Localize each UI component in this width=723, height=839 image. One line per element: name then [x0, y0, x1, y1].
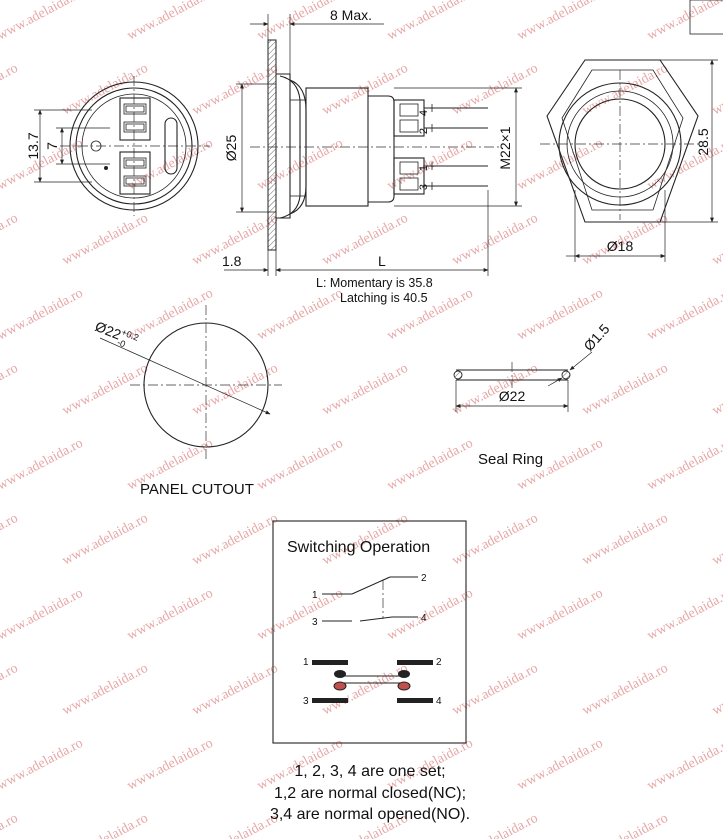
rear-view: [34, 76, 210, 216]
watermark-text: www.adelaida.ro: [515, 0, 606, 44]
front-dim-diameter: Ø18: [607, 238, 634, 254]
schematic-label-2: 2: [421, 573, 427, 584]
watermark-text: www.adelaida.ro: [450, 661, 541, 719]
watermark-text: www.adelaida.ro: [60, 211, 151, 269]
side-dim-length: L: [378, 253, 386, 269]
rear-dim-outer: 13.7: [25, 132, 41, 159]
watermark-text: www.adelaida.ro: [580, 661, 671, 719]
watermark-text: www.adelaida.ro: [385, 0, 476, 44]
watermark-text: www.adelaida.ro: [0, 436, 86, 494]
watermark-text: www.adelaida.ro: [580, 511, 671, 569]
watermark-text: www.adelaida.ro: [710, 511, 723, 569]
schematic-label-4: 4: [421, 613, 427, 624]
watermark-text: www.adelaida.ro: [645, 286, 723, 344]
note-line-1: 1, 2, 3, 4 are one set;: [294, 763, 446, 780]
length-note-latching: Latching is 40.5: [340, 291, 428, 305]
side-dim-width: 8 Max.: [330, 7, 372, 23]
watermark-text: www.adelaida.ro: [60, 361, 151, 419]
terminal-label-1: 1: [418, 165, 430, 171]
watermark-text: www.adelaida.ro: [60, 661, 151, 719]
schematic-label-1: 1: [312, 590, 318, 601]
watermark-text: www.adelaida.ro: [60, 511, 151, 569]
watermark-text: www.adelaida.ro: [645, 136, 723, 194]
watermark-text: www.adelaida.ro: [0, 736, 86, 794]
watermark-text: www.adelaida.ro: [385, 586, 476, 644]
contact-label-4: 4: [436, 696, 442, 707]
watermark-text: www.adelaida.ro: [0, 361, 21, 419]
side-dim-diameter: Ø25: [223, 135, 239, 162]
terminal-label-4: 4: [418, 110, 430, 116]
watermark-text: www.adelaida.ro: [580, 361, 671, 419]
switching-operation-box: [272, 520, 467, 744]
watermark-text: www.adelaida.ro: [710, 361, 723, 419]
watermark-text: www.adelaida.ro: [385, 436, 476, 494]
contact-label-2: 2: [436, 657, 442, 668]
watermark-text: www.adelaida.ro: [450, 511, 541, 569]
watermark-text: www.adelaida.ro: [0, 586, 86, 644]
watermark-text: www.adelaida.ro: [0, 211, 21, 269]
seal-dim-diameter: Ø22: [499, 388, 526, 404]
switching-title: Switching Operation: [287, 539, 430, 556]
watermark-text: www.adelaida.ro: [710, 811, 723, 839]
watermark-text: www.adelaida.ro: [255, 436, 346, 494]
watermark-text: www.adelaida.ro: [645, 586, 723, 644]
watermark-text: www.adelaida.ro: [0, 811, 21, 839]
watermark-text: www.adelaida.ro: [645, 0, 723, 44]
seal-ring: [453, 351, 593, 412]
contact-notes: 1, 2, 3, 4 are one set; 1,2 are normal c…: [180, 761, 560, 826]
watermark-text: www.adelaida.ro: [385, 136, 476, 194]
watermark-text: www.adelaida.ro: [60, 811, 151, 839]
watermark-text: www.adelaida.ro: [190, 361, 281, 419]
watermark-text: www.adelaida.ro: [580, 811, 671, 839]
watermark-text: www.adelaida.ro: [645, 436, 723, 494]
note-line-2: 1,2 are normal closed(NC);: [273, 784, 467, 802]
watermark-text: www.adelaida.ro: [320, 361, 411, 419]
side-dim-flange: 1.8: [222, 253, 242, 269]
watermark-text: www.adelaida.ro: [0, 61, 21, 119]
watermark-text: www.adelaida.ro: [515, 136, 606, 194]
front-view: [540, 59, 718, 262]
side-view: [224, 14, 522, 276]
watermark-text: www.adelaida.ro: [515, 586, 606, 644]
schematic-label-3: 3: [312, 617, 318, 628]
front-dim-height: 28.5: [695, 128, 711, 155]
watermark-text: www.adelaida.ro: [320, 211, 411, 269]
watermark-text: www.adelaida.ro: [710, 661, 723, 719]
cutout-dim-diameter: Ø22+0.2-0: [91, 317, 140, 353]
contact-label-1: 1: [303, 657, 309, 668]
watermark-text: www.adelaida.ro: [450, 211, 541, 269]
panel-cutout: [99, 305, 282, 462]
watermark-text: www.adelaida.ro: [190, 61, 281, 119]
watermark-text: www.adelaida.ro: [125, 136, 216, 194]
side-dim-thread: M22×1: [497, 126, 513, 169]
panel-cutout-caption: PANEL CUTOUT: [140, 481, 254, 498]
watermark-text: www.adelaida.ro: [645, 736, 723, 794]
watermark-text: www.adelaida.ro: [320, 661, 411, 719]
watermark-text: www.adelaida.ro: [0, 286, 86, 344]
rear-dim-inner: 7: [44, 142, 60, 150]
length-note-momentary: L: Momentary is 35.8: [316, 276, 433, 290]
watermark-text: www.adelaida.ro: [255, 286, 346, 344]
terminal-label-3: 3: [418, 184, 430, 190]
note-line-3: 3,4 are normal opened(NO).: [269, 806, 471, 823]
seal-dim-thickness: Ø1.5: [580, 321, 612, 354]
watermark-text: www.adelaida.ro: [320, 61, 411, 119]
watermark-text: www.adelaida.ro: [450, 61, 541, 119]
watermark-text: www.adelaida.ro: [0, 0, 86, 44]
watermark-text: www.adelaida.ro: [125, 586, 216, 644]
watermark-text: www.adelaida.ro: [0, 511, 21, 569]
watermark-text: www.adelaida.ro: [0, 661, 21, 719]
watermark-text: www.adelaida.ro: [125, 0, 216, 44]
watermark-text: www.adelaida.ro: [190, 661, 281, 719]
watermark-text: www.adelaida.ro: [190, 511, 281, 569]
terminal-label-2: 2: [418, 128, 430, 134]
corner-box: [689, 0, 723, 35]
seal-ring-caption: Seal Ring: [478, 451, 543, 468]
contact-label-3: 3: [303, 696, 309, 707]
